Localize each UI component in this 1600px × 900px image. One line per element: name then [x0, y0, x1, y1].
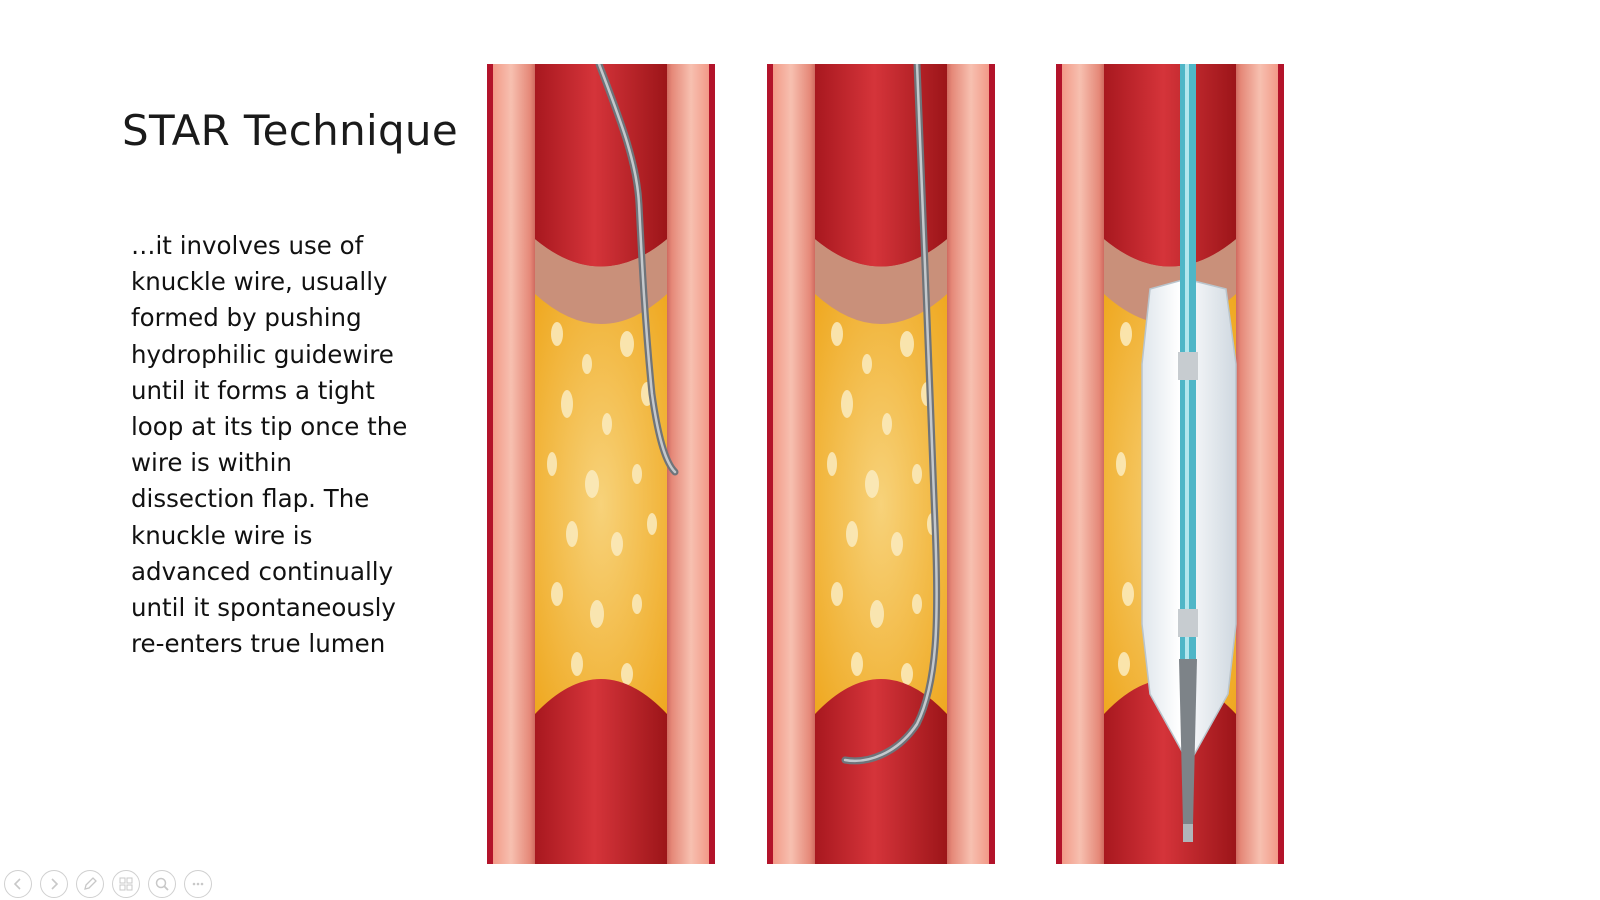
lumen-bottom	[535, 679, 667, 864]
body-line: until it forms a tight	[131, 375, 375, 405]
slide-body-text: …it involves use of knuckle wire, usuall…	[131, 228, 431, 662]
previous-slide-icon	[13, 878, 21, 890]
vessel-illustration-3	[1056, 64, 1284, 864]
body-line: knuckle wire, usually	[131, 267, 388, 297]
marker-band-distal	[1178, 609, 1198, 637]
body-line: re-enters true lumen	[131, 629, 386, 659]
plaque-texture	[827, 322, 937, 685]
plaque	[535, 294, 667, 714]
next-slide-icon	[51, 878, 59, 890]
vessel-wall-right	[947, 64, 995, 864]
plaque-cap-top	[815, 239, 947, 324]
plaque	[815, 294, 947, 714]
vessel-wall-left	[767, 64, 815, 864]
catheter-tip	[1179, 659, 1197, 824]
body-line: formed by pushing	[131, 303, 362, 333]
zoom-icon	[155, 877, 169, 891]
vessel-wall-right	[1236, 64, 1284, 864]
zoom-button[interactable]	[148, 870, 176, 898]
vessel-wall-left	[1056, 64, 1104, 864]
see-all-slides-button[interactable]	[112, 870, 140, 898]
slides-grid-icon	[119, 877, 133, 891]
next-slide-button[interactable]	[40, 870, 68, 898]
body-line: dissection flap. The	[131, 484, 370, 514]
vessel-illustration-1	[487, 64, 715, 864]
plaque-texture	[1116, 322, 1134, 676]
previous-slide-button[interactable]	[4, 870, 32, 898]
slideshow-toolbar	[4, 870, 212, 900]
body-line: knuckle wire is	[131, 520, 313, 550]
body-line: wire is within	[131, 448, 292, 478]
body-line: …it involves use of	[131, 231, 364, 260]
body-line: loop at its tip once the	[131, 412, 408, 442]
slide-title: STAR Technique	[122, 106, 458, 155]
pen-icon	[84, 877, 97, 890]
vessel-wall-left	[487, 64, 535, 864]
marker-band-proximal	[1178, 352, 1198, 380]
vessel-balloon-catheter	[1056, 64, 1284, 864]
vessel-wall-right	[667, 64, 715, 864]
more-options-button[interactable]	[184, 870, 212, 898]
vessel-knuckle-wire-reentry	[767, 64, 995, 864]
body-line: advanced continually	[131, 556, 394, 586]
body-line: until it spontaneously	[131, 593, 396, 623]
vessel-illustration-2	[767, 64, 995, 864]
body-line: hydrophilic guidewire	[131, 339, 394, 369]
more-options-icon	[192, 882, 204, 886]
vessel-wire-entering-plaque	[487, 64, 715, 864]
plaque-cap-top	[535, 239, 667, 324]
pen-button[interactable]	[76, 870, 104, 898]
lumen-top	[535, 64, 667, 267]
plaque-texture	[547, 322, 657, 685]
lumen-top	[1104, 64, 1236, 267]
lumen-top	[815, 64, 947, 267]
